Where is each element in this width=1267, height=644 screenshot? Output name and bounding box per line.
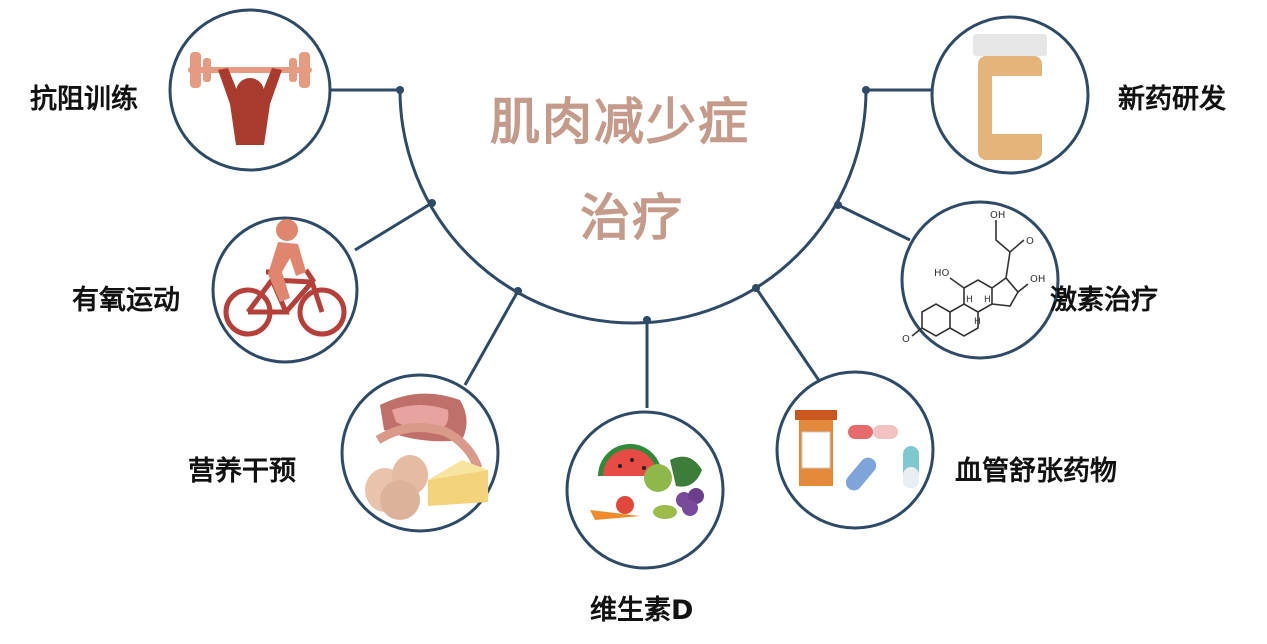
label-vitamin-d: 维生素D <box>590 595 694 626</box>
connectors <box>330 88 935 408</box>
node-new-drug <box>930 15 1090 175</box>
pills-icon <box>795 410 919 491</box>
connector-aerobic <box>354 201 433 252</box>
central-arc <box>398 89 868 325</box>
steroid-molecule-icon <box>911 220 1029 337</box>
steroid-h-1: H <box>966 295 973 305</box>
steroid-o-bottom: O <box>902 334 910 345</box>
label-new-drug: 新药研发 <box>1118 84 1226 115</box>
node-resistance-training <box>168 8 332 172</box>
steroid-h-3: H <box>974 317 981 327</box>
connector-dots <box>396 86 870 324</box>
medicine-bottle-icon <box>973 34 1047 160</box>
label-vasodilator: 血管舒张药物 <box>955 456 1117 487</box>
connector-vasodilator <box>754 287 822 383</box>
label-aerobic-exercise: 有氧运动 <box>72 285 180 316</box>
title-line-2: 治疗 <box>580 189 684 247</box>
title-line-1: 肌肉减少症 <box>490 93 750 151</box>
food-icon <box>365 393 488 520</box>
fruits-vegetables-icon <box>590 444 704 520</box>
connector-nutrition <box>463 290 520 386</box>
node-nutrition <box>340 373 500 533</box>
label-nutrition: 营养干预 <box>188 456 296 487</box>
node-vitamin-d <box>565 410 725 570</box>
steroid-oh-top: OH <box>990 210 1005 221</box>
steroid-oh-right: OH <box>1030 274 1045 285</box>
label-resistance-training: 抗阻训练 <box>30 84 138 115</box>
steroid-ho-left: HO <box>934 268 950 279</box>
node-aerobic-exercise <box>211 216 359 364</box>
connector-hormone <box>837 203 911 242</box>
weightlifting-icon <box>188 52 312 145</box>
steroid-o-ketone: O <box>1026 236 1034 247</box>
node-vasodilator <box>775 370 935 530</box>
node-hormone: OH O OH HO H H H O <box>900 200 1060 360</box>
steroid-h-2: H <box>984 295 991 305</box>
label-hormone: 激素治疗 <box>1050 285 1158 316</box>
